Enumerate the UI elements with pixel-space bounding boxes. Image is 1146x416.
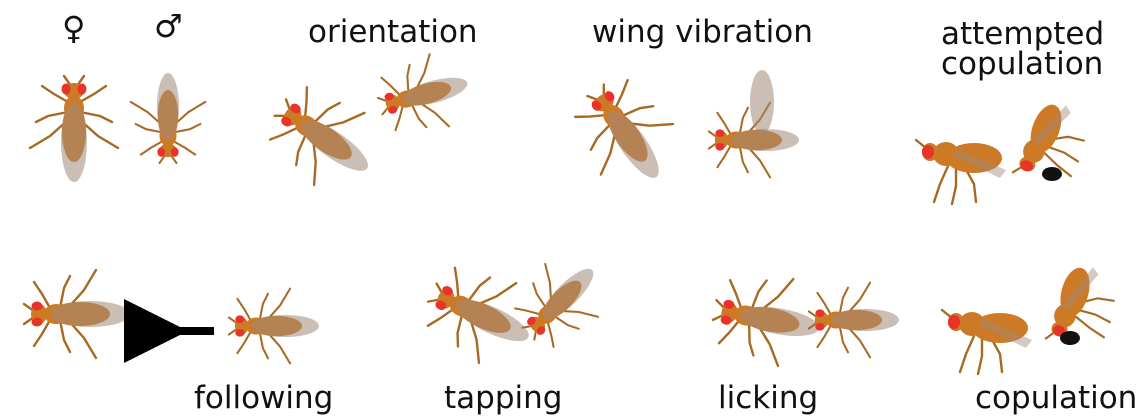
abdomen-tip (1042, 167, 1062, 181)
fly-licking-male (809, 283, 899, 358)
fly-tapping-female (414, 253, 547, 378)
fly-orientation-female (255, 72, 392, 205)
fly-male-top (131, 73, 206, 163)
fly-following-female (24, 270, 130, 358)
abdomen-tip (1060, 331, 1080, 345)
fly-tapping-male (502, 243, 619, 360)
extended-wing (750, 70, 774, 134)
fly-copulation-male (1046, 260, 1123, 353)
fly-following-male (229, 289, 319, 364)
fly-attempted-copulation-female (916, 140, 1006, 204)
fly-wing-vibration-female (560, 65, 693, 202)
fly-orientation-male (371, 47, 477, 143)
fly-copulation-female (942, 310, 1032, 374)
fly-licking-female (707, 267, 827, 372)
fly-female-top (30, 76, 118, 182)
